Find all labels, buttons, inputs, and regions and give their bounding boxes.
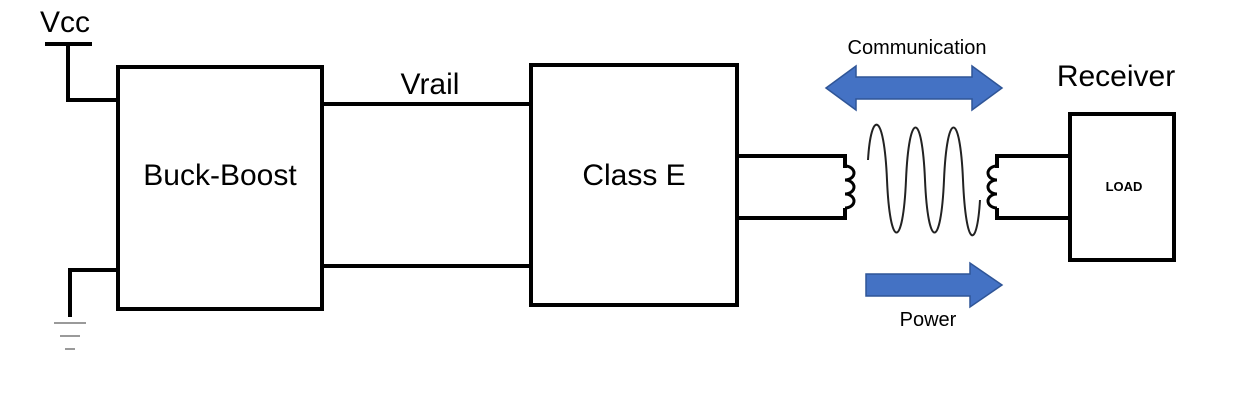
buck-boost-block: Buck-Boost — [116, 65, 324, 311]
buck-boost-label: Buck-Boost — [143, 159, 297, 192]
load-box — [1068, 112, 1176, 262]
rx-coil-loops — [986, 164, 998, 210]
class-e-block: Class E — [529, 63, 739, 307]
rx-wire-bottom — [995, 208, 1072, 220]
load-block: LOAD — [1068, 112, 1176, 262]
communication-label: Communication — [848, 37, 987, 59]
vcc-supply: Vcc — [40, 6, 120, 102]
vcc-wire — [66, 42, 120, 102]
receiver-label: Receiver — [1057, 60, 1175, 93]
transmitter-coil — [735, 154, 856, 220]
ground-symbol — [54, 268, 120, 350]
communication-arrow — [824, 64, 1004, 112]
vcc-label: Vcc — [40, 6, 90, 39]
power-label: Power — [900, 309, 957, 331]
tx-coil-loops — [844, 164, 856, 210]
vrail-label: Vrail — [401, 68, 460, 101]
rx-wire-top — [995, 154, 1072, 168]
tx-wire-top — [735, 154, 847, 168]
ground-wire — [68, 268, 120, 317]
class-e-label: Class E — [582, 159, 685, 192]
class-e-box — [529, 63, 739, 307]
load-label: LOAD — [1106, 179, 1143, 194]
buck-boost-box — [116, 65, 324, 311]
receiver-coil — [986, 154, 1072, 220]
field-wave — [867, 123, 981, 237]
tx-wire-bottom — [735, 208, 847, 220]
power-arrow — [865, 261, 1004, 309]
